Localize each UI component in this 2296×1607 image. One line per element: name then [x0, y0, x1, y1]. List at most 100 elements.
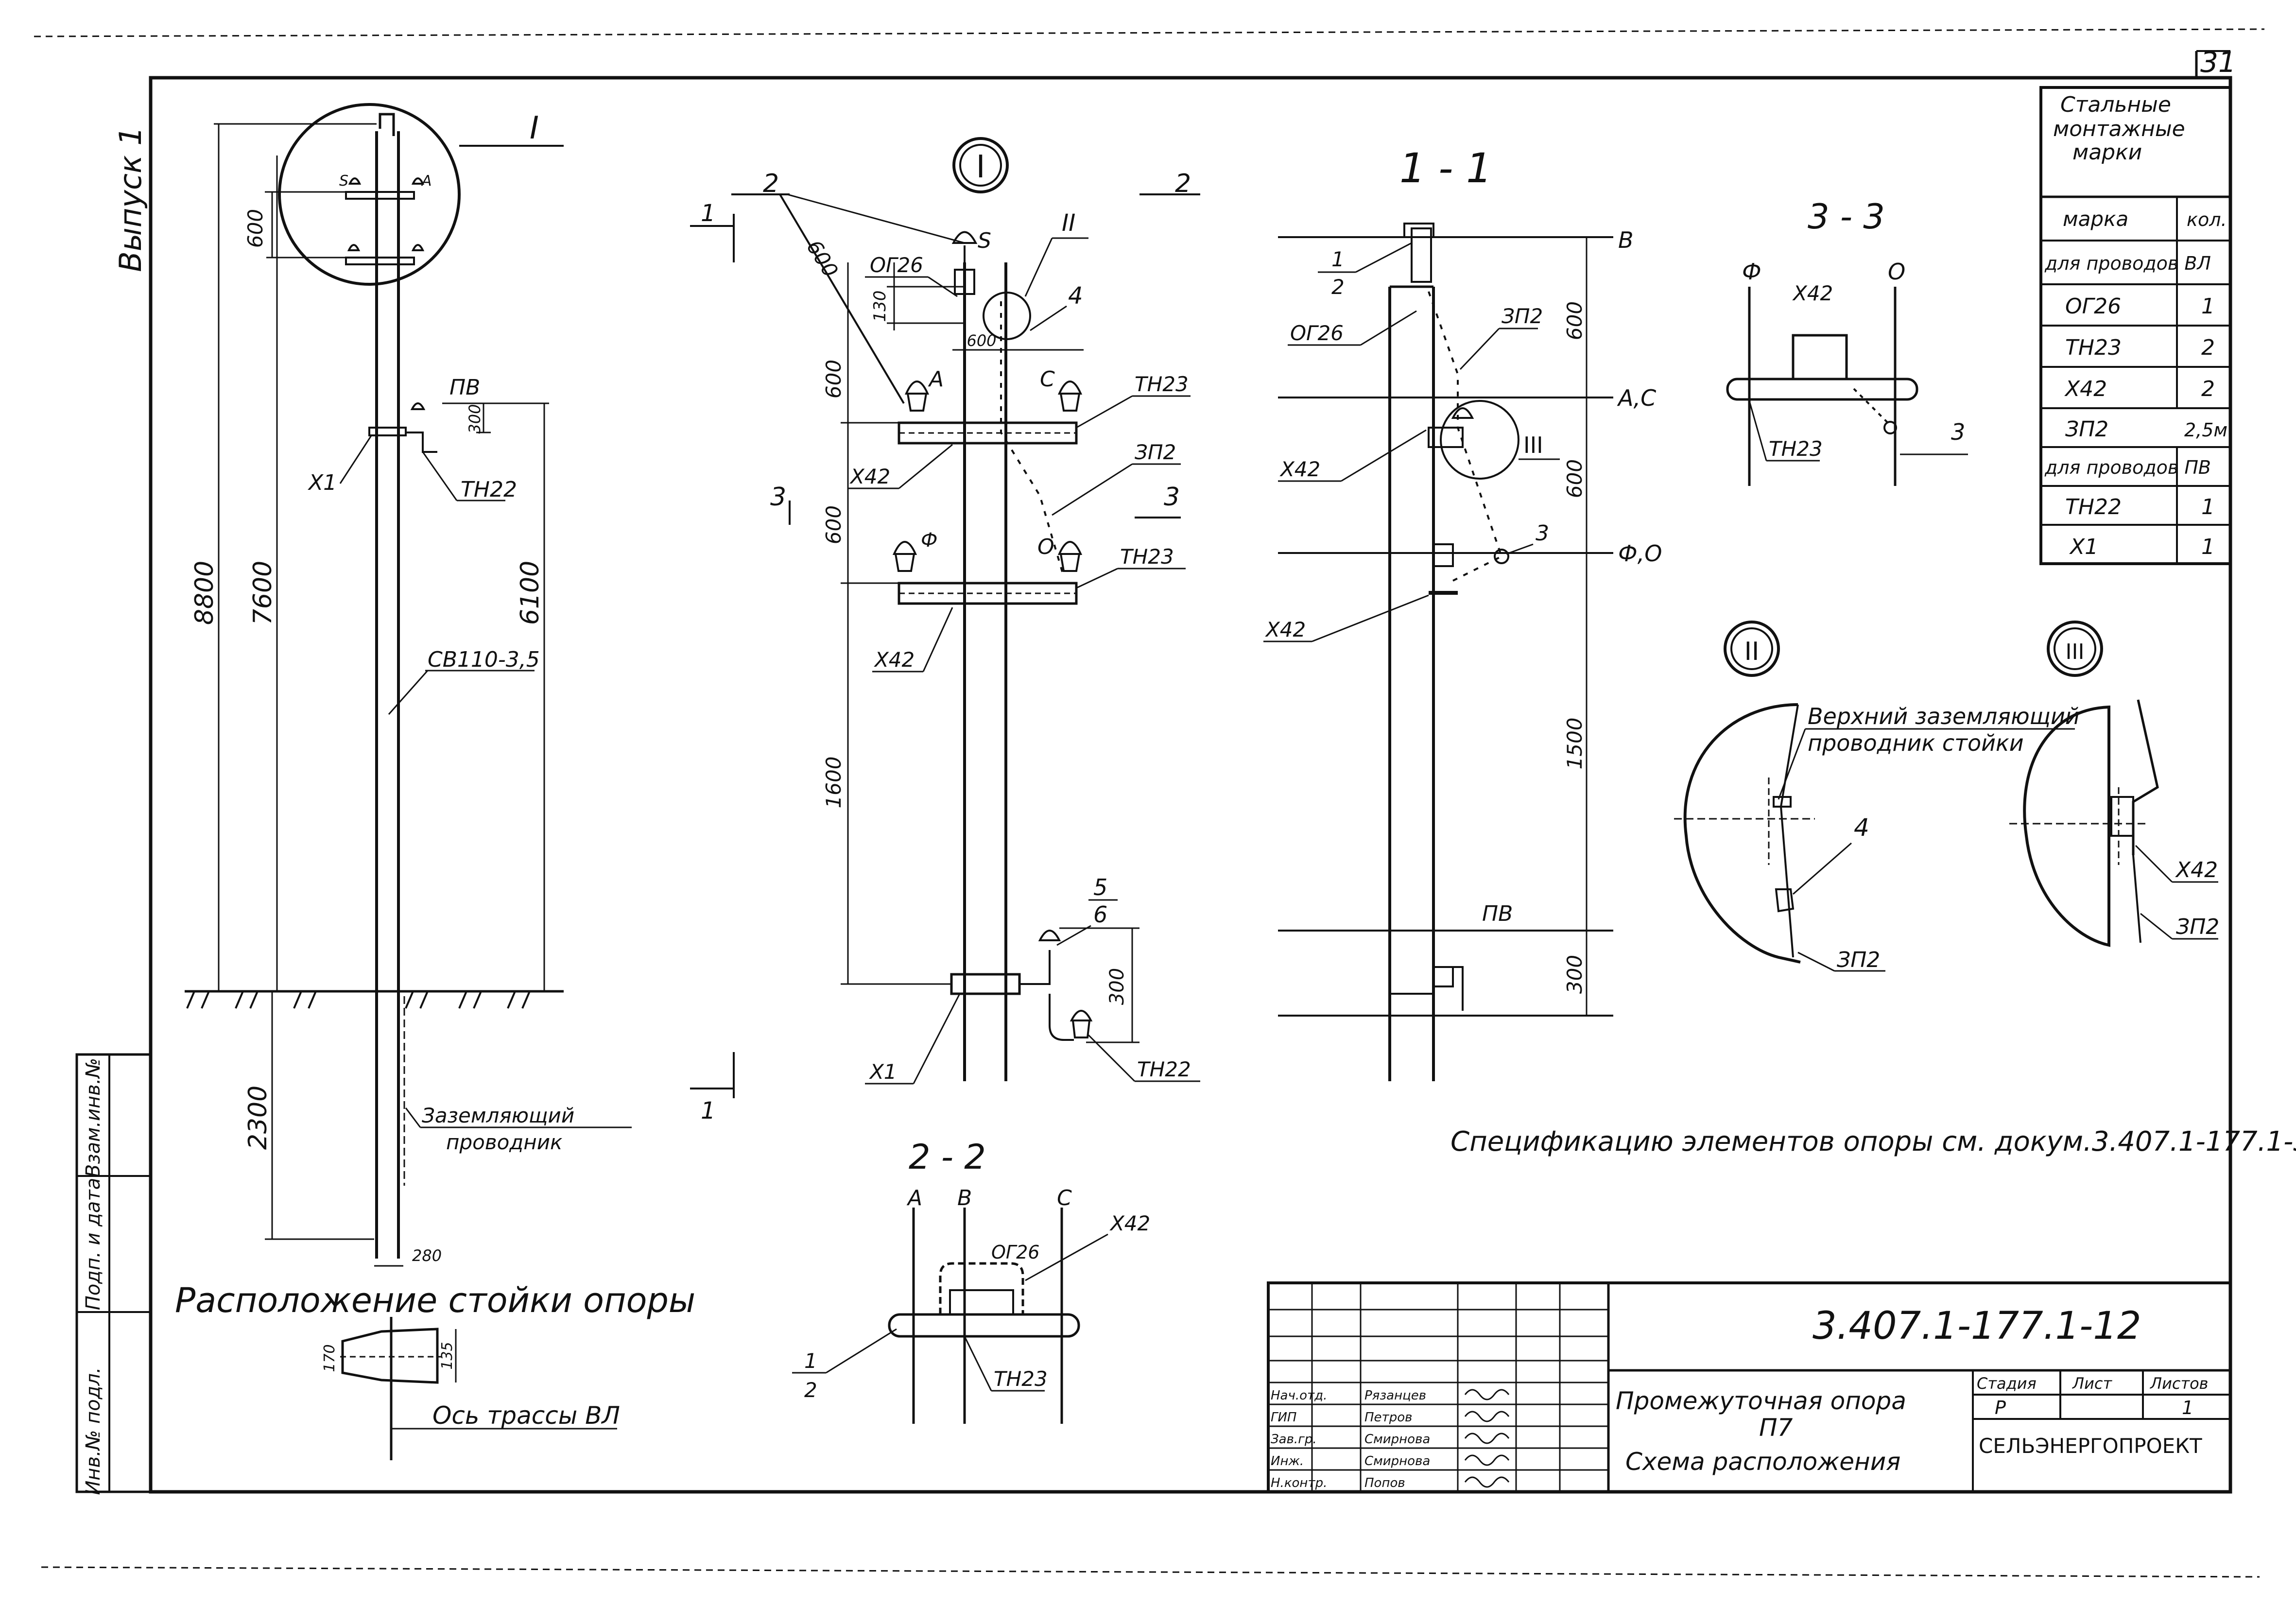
view-I-og26: ОГ26	[870, 253, 923, 277]
view-1-1-og26: ОГ26	[1290, 321, 1344, 345]
sheets-value: 1	[2182, 1397, 2193, 1418]
signer-2: Смирнова	[1364, 1432, 1430, 1447]
left-pole-mark: СВ110-3,5	[428, 647, 540, 672]
stamp-inv-repl: Взам.инв.№	[82, 1058, 104, 1177]
left-label-pv: ПВ	[449, 375, 480, 400]
view-I-dim-300: 300	[1106, 968, 1128, 1005]
left-insulator-s: S	[339, 173, 348, 190]
spec-r4-mark: ЗП2	[2065, 417, 2108, 442]
spec-r2-mark: ТН23	[2065, 335, 2122, 360]
spec-title-1: Стальные	[2060, 92, 2171, 117]
signer-0: Рязанцев	[1364, 1388, 1426, 1403]
view-1-1-frac-bot: 2	[1331, 275, 1345, 299]
left-dim-2300: 2300	[243, 1086, 273, 1150]
view-I-phase-phi: Ф	[921, 529, 937, 552]
view-2-2-a: А	[906, 1186, 922, 1210]
view-3-3-o: О	[1888, 259, 1905, 285]
sheet-title-1: Промежуточная опора	[1616, 1387, 1906, 1415]
view-I-dim-600-a: 600	[822, 360, 846, 398]
spec-group2: для проводов ПВ	[2044, 457, 2211, 478]
detail-II-callout: II	[1744, 637, 1760, 666]
view-I-num4: 4	[1068, 282, 1083, 310]
spec-r5-mark: ТН22	[2065, 495, 2122, 519]
view-1-1-frac-top: 1	[1331, 247, 1345, 271]
view-I-dim-1600: 1600	[822, 757, 846, 809]
title-block: Нач.отд. ГИП Зав.гр. Инж. Н.контр. Рязан…	[1267, 1281, 2232, 1493]
spec-r6-qty: 1	[2201, 535, 2215, 559]
detail-II-note-2: проводник стойки	[1808, 730, 2024, 756]
view-1-1-label-ac: А,С	[1617, 385, 1656, 411]
view-3-3-phi: Ф	[1742, 259, 1761, 285]
detail-III: III Х42 ЗП2	[2009, 621, 2219, 947]
detail-II-num4: 4	[1854, 813, 1869, 842]
view-3-3-num3: 3	[1951, 419, 1965, 445]
signer-3: Смирнова	[1364, 1454, 1430, 1469]
left-section-w135: 135	[439, 1342, 456, 1369]
role-3: Инж.	[1271, 1454, 1304, 1469]
spec-r5-qty: 1	[2201, 495, 2215, 519]
sheet-frame: 31 Выпуск 1	[34, 28, 2265, 1578]
detail-II-note-1: Верхний заземляющий	[1808, 703, 2080, 729]
view-1-1-title: 1 - 1	[1399, 144, 1492, 192]
view-I-detail-II: II	[1062, 209, 1075, 237]
view-1-1-zp2: ЗП2	[1502, 304, 1543, 328]
left-ground-wire-1: Заземляющий	[422, 1104, 574, 1127]
view-2-2-frac-bot: 2	[804, 1378, 817, 1402]
left-view-pole-layout: I S А ПВ Х1 ТН22	[175, 103, 695, 1460]
view-1-1-x42-upper: Х42	[1279, 457, 1320, 481]
spec-note: Спецификацию элементов опоры см. докум.3…	[1450, 1126, 2296, 1158]
spec-r4-qty: 2,5м	[2184, 419, 2227, 441]
sheet-title-3: Схема расположения	[1625, 1448, 1900, 1476]
view-1-1-x42-lower: Х42	[1265, 618, 1306, 641]
left-insulator-a: А	[421, 173, 432, 190]
left-label-x1: Х1	[308, 470, 337, 495]
view-I-sect2-left: 2	[763, 169, 779, 198]
detail-III-x42: Х42	[2175, 858, 2218, 882]
role-2: Зав.гр.	[1271, 1432, 1317, 1447]
org-name: СЕЛЬЭНЕРГОПРОЕКТ	[1979, 1434, 2202, 1458]
left-dim-6100: 6100	[516, 561, 545, 625]
view-I-insulator-s: S	[978, 228, 991, 253]
view-I-phase-c: С	[1040, 367, 1055, 392]
signer-1: Петров	[1364, 1410, 1412, 1425]
spec-title-3: марки	[2072, 140, 2142, 165]
view-I-sect1-top: 1	[701, 200, 716, 227]
view-I-tn23-upper: ТН23	[1135, 372, 1189, 396]
view-I-dim-600-h: 600	[967, 331, 996, 350]
view-2-2-frac-top: 1	[804, 1349, 817, 1373]
view-1-1-dim-1500: 1500	[1563, 718, 1587, 770]
view-1-1: 1 - 1 В А,С Ф,О 1 2 ОГ26 ЗП2	[1263, 144, 1662, 1081]
view-2-2-x42: Х42	[1109, 1211, 1150, 1235]
view-I-zp2: ЗП2	[1135, 440, 1176, 464]
spec-col-mark: марка	[2063, 207, 2128, 231]
view-I-num5: 5	[1093, 874, 1107, 900]
view-2-2-b: В	[957, 1186, 972, 1210]
view-2-2: 2 - 2 А В С ОГ26 Х42 ТН23 1 2	[792, 1137, 1150, 1424]
view-2-2-title: 2 - 2	[909, 1137, 986, 1177]
view-I-sect2-right: 2	[1175, 169, 1191, 198]
view-I-sect1-bot: 1	[701, 1097, 716, 1124]
view-I: I 1 1 2 2 3 3 S ОГ26 II 4	[690, 137, 1200, 1124]
view-3-3-x42: Х42	[1792, 281, 1833, 305]
spec-table: Стальные монтажные марки марка кол. для …	[2039, 86, 2232, 565]
spec-r1-mark: ОГ26	[2065, 294, 2121, 319]
view-I-tn22: ТН22	[1137, 1057, 1191, 1081]
stamp-inv-orig: Инв.№ подл.	[82, 1367, 104, 1495]
view-I-num6: 6	[1093, 901, 1107, 928]
stage-head: Стадия	[1977, 1374, 2037, 1393]
detail-III-callout: III	[2066, 639, 2085, 664]
sheet-head: Лист	[2072, 1374, 2112, 1393]
view-1-1-dim-600-a: 600	[1563, 301, 1587, 340]
view-I-x1: Х1	[869, 1060, 897, 1084]
detail-II-zp2: ЗП2	[1837, 948, 1880, 972]
view-3-3: 3 - 3 Ф О Х42 ТН23 3	[1726, 197, 1968, 486]
spec-r6-mark: Х1	[2069, 535, 2098, 559]
view-3-3-title: 3 - 3	[1808, 197, 1885, 237]
detail-II: II Верхний заземляющий проводник стойки …	[1674, 621, 2080, 972]
view-1-1-detail-III: III	[1523, 432, 1543, 458]
sheet-title-2: П7	[1759, 1414, 1793, 1442]
spec-r1-qty: 1	[2201, 294, 2215, 319]
left-section-axis: Ось трассы ВЛ	[432, 1401, 620, 1430]
view-1-1-label-phio: Ф,О	[1618, 540, 1662, 567]
